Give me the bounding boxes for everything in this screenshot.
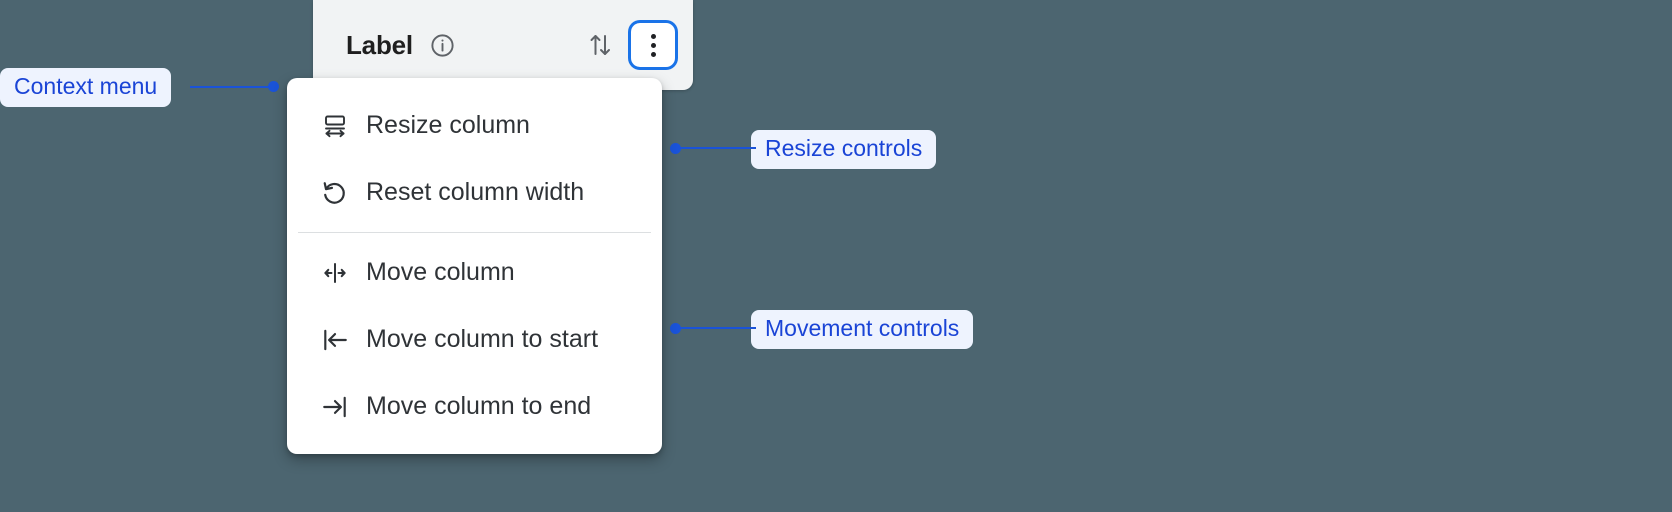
annotation-anchor-dot-resize-controls xyxy=(670,143,681,154)
menu-item-label: Move column to start xyxy=(366,325,599,353)
menu-item-label: Move column xyxy=(366,258,515,286)
column-header-title: Label xyxy=(346,30,413,60)
column-menu-kebab-button[interactable] xyxy=(631,23,675,67)
menu-item-resize-column[interactable]: Resize column xyxy=(287,92,662,159)
move-column-left-right-icon xyxy=(320,258,350,288)
menu-item-reset-column-width[interactable]: Reset column width xyxy=(287,159,662,226)
annotation-leader-line-resize-controls xyxy=(678,147,756,149)
menu-item-label: Resize column xyxy=(366,111,530,139)
info-circle-icon[interactable] xyxy=(429,32,456,59)
sort-up-down-arrows-icon[interactable] xyxy=(583,28,617,62)
menu-group-divider xyxy=(298,232,651,233)
reset-undo-arrow-icon xyxy=(320,178,350,208)
menu-item-label: Move column to end xyxy=(366,392,592,420)
menu-item-move-column-to-start[interactable]: Move column to start xyxy=(287,306,662,373)
annotation-anchor-dot-movement-controls xyxy=(670,323,681,334)
menu-item-move-column-to-end[interactable]: Move column to end xyxy=(287,373,662,440)
menu-item-move-column[interactable]: Move column xyxy=(287,239,662,306)
annotation-anchor-dot-context-menu xyxy=(268,81,279,92)
annotation-leader-line-context-menu xyxy=(190,86,274,88)
annotation-label-movement-controls: Movement controls xyxy=(751,310,974,349)
annotation-leader-line-movement-controls xyxy=(678,327,756,329)
annotation-label-resize-controls: Resize controls xyxy=(751,130,937,169)
menu-item-label: Reset column width xyxy=(366,178,585,206)
annotation-label-context-menu: Context menu xyxy=(0,68,172,107)
more-vertical-kebab-icon xyxy=(650,33,656,57)
resize-column-horizontal-icon xyxy=(320,111,350,141)
column-context-menu: Resize column Reset column width Move co… xyxy=(287,78,662,454)
move-to-start-arrow-icon xyxy=(320,325,350,355)
column-header-card: Label xyxy=(313,0,693,90)
move-to-end-arrow-icon xyxy=(320,392,350,422)
